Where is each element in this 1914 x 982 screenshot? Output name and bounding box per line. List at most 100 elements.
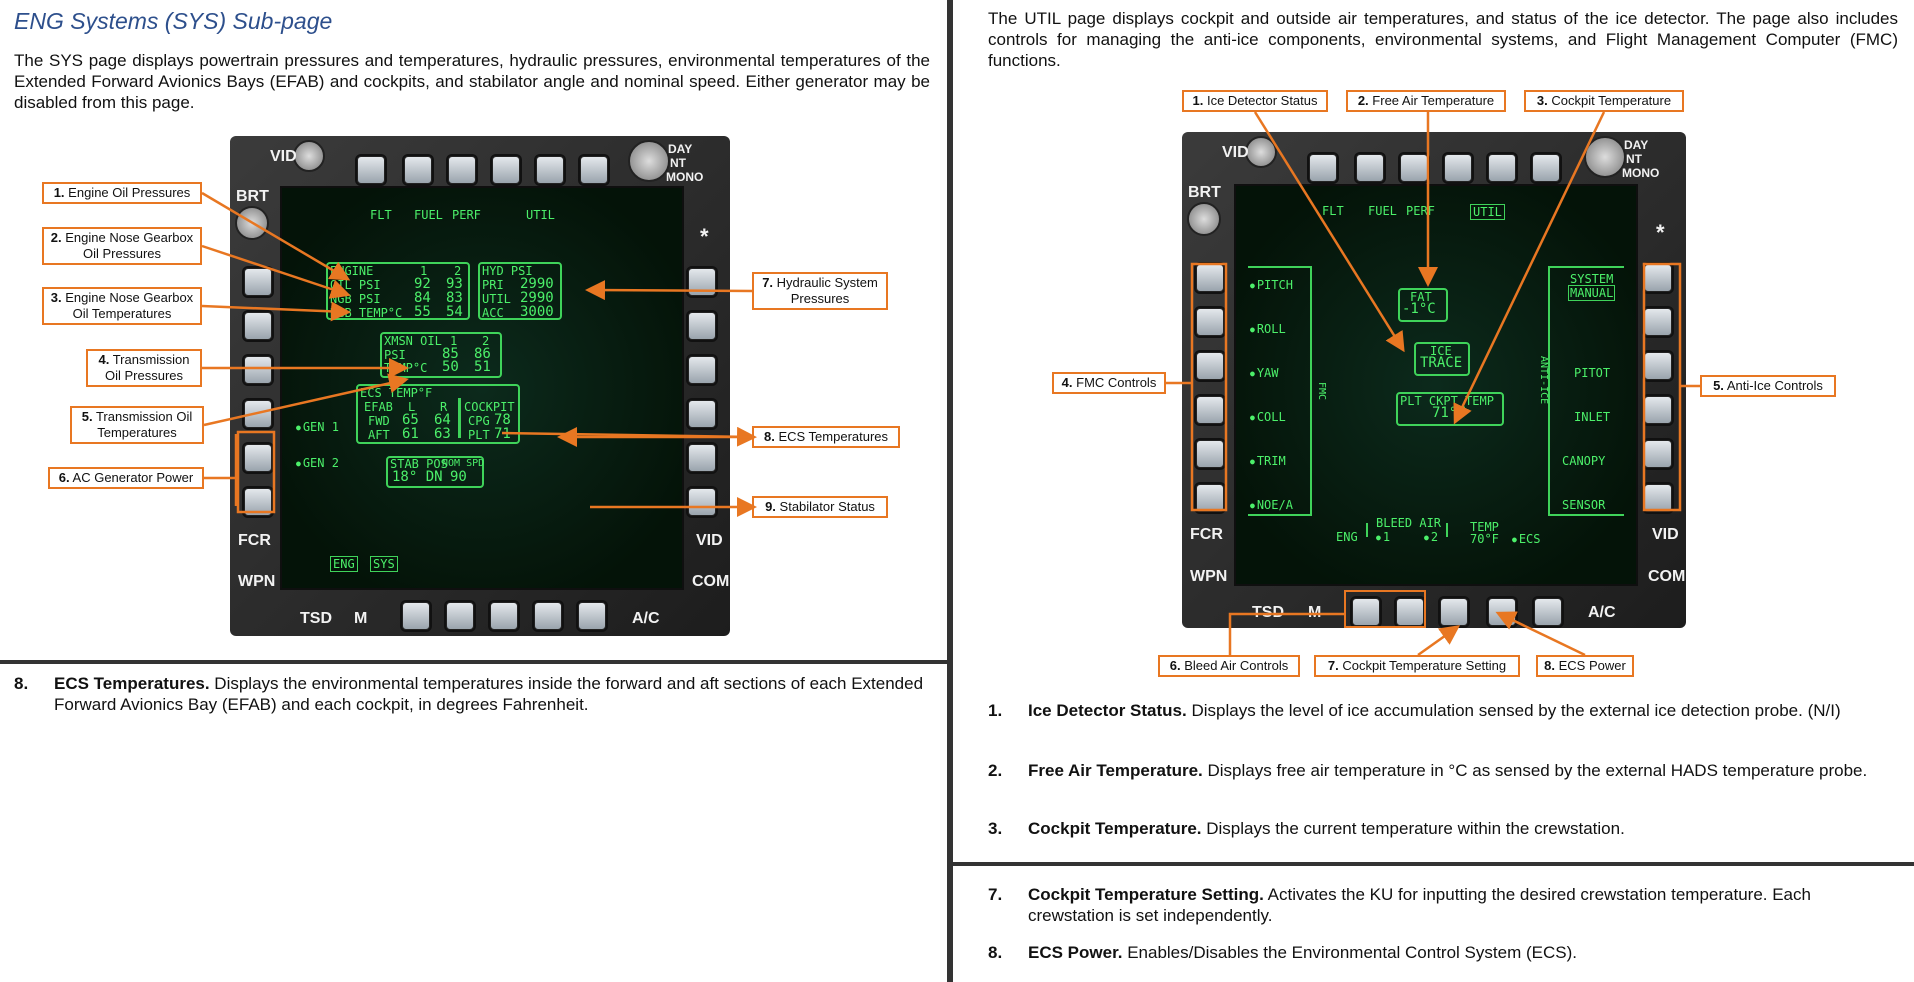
mfd-left-button-1[interactable] — [244, 268, 272, 296]
plt-ckpt-value: 71°F — [1432, 405, 1466, 421]
util-top-label-perf: PERF — [1406, 204, 1435, 218]
mfd-top-button-1[interactable] — [357, 156, 385, 184]
mfd-top-button-4[interactable] — [492, 156, 520, 184]
ecs-fwd-r: 64 — [434, 412, 451, 428]
section-divider-right — [953, 862, 1914, 866]
callout-cockpit-temperature: 3. Cockpit Temperature — [1524, 90, 1684, 112]
util-top-label-util[interactable]: UTIL — [1470, 204, 1505, 220]
mfd-right-button-3[interactable] — [688, 356, 716, 384]
mfd-left-button-2[interactable] — [244, 312, 272, 340]
mfd-top-button-5[interactable] — [536, 156, 564, 184]
mfd-bottom-button-4[interactable] — [534, 602, 562, 630]
fmc-bracket-top — [1248, 266, 1312, 268]
ngb-temp-1: 55 — [414, 304, 431, 320]
fmc-coll: COLL — [1250, 410, 1286, 425]
mfd-bottom-button-5[interactable] — [578, 602, 606, 630]
util-right-button-2[interactable] — [1644, 308, 1672, 336]
vid-label-util: VID — [1222, 144, 1249, 161]
mfd-right-button-4[interactable] — [688, 400, 716, 428]
top-label-util: UTIL — [526, 208, 555, 222]
util-bottom-button-5[interactable] — [1534, 598, 1562, 626]
ecs-cpg-label: CPG — [468, 414, 490, 428]
mfd-left-button-4[interactable] — [244, 400, 272, 428]
mono-label: MONO — [666, 170, 704, 184]
brightness-knob-lower-util[interactable] — [1187, 202, 1221, 236]
fcr-label: FCR — [238, 532, 271, 549]
util-top-button-1[interactable] — [1309, 154, 1337, 182]
util-top-button-3[interactable] — [1400, 154, 1428, 182]
util-fmc-coll-button[interactable] — [1196, 396, 1224, 424]
mfd-bottom-button-2[interactable] — [446, 602, 474, 630]
hyd-acc-value: 3000 — [520, 304, 554, 320]
tab-eng[interactable]: ENG — [330, 556, 358, 572]
mfd-left-button-6[interactable] — [244, 488, 272, 516]
ecs-cockpit: COCKPIT — [464, 400, 515, 414]
callout-ecs-power: 8. ECS Power — [1536, 655, 1634, 677]
fat-label: FAT — [1410, 290, 1432, 304]
mfd-top-button-3[interactable] — [448, 156, 476, 184]
util-ecs-power-button[interactable] — [1488, 598, 1516, 626]
mfd-right-button-1[interactable] — [688, 268, 716, 296]
ecs-plt-value: 71 — [494, 426, 511, 442]
right-item-ecs-power: 8. ECS Power. Enables/Disables the Envir… — [988, 943, 1577, 962]
m-label-util: M — [1308, 604, 1322, 621]
brightness-knob[interactable] — [293, 140, 325, 172]
util-fmc-roll-button[interactable] — [1196, 308, 1224, 336]
util-top-label-flt: FLT — [1322, 204, 1344, 218]
mfd-bottom-button-1[interactable] — [402, 602, 430, 630]
mfd-right-button-2[interactable] — [688, 312, 716, 340]
util-bleed-button-2[interactable] — [1396, 598, 1424, 626]
mfd-left-button-5[interactable] — [244, 444, 272, 472]
xmsn-psi-1: 85 — [442, 346, 459, 362]
util-canopy-button[interactable] — [1644, 440, 1672, 468]
m-label: M — [354, 610, 368, 627]
fmc-bracket-side — [1310, 266, 1312, 516]
mfd-right-button-6[interactable] — [688, 488, 716, 516]
mfd-left-button-3[interactable] — [244, 356, 272, 384]
ngb-psi-label: NGB PSI — [330, 292, 381, 306]
util-top-button-2[interactable] — [1356, 154, 1384, 182]
engine-header: ENGINE — [330, 264, 374, 278]
mfd-bottom-button-3[interactable] — [490, 602, 518, 630]
xmsn-col1: 1 — [450, 334, 458, 348]
ngb-temp-label: NGB TEMP°C — [330, 306, 403, 320]
util-pitot-button[interactable] — [1644, 352, 1672, 380]
util-temp-setting-button[interactable] — [1440, 598, 1468, 626]
util-sensor-button[interactable] — [1644, 484, 1672, 512]
bleed-eng-2: 2 — [1424, 530, 1438, 545]
mfd-right-button-5[interactable] — [688, 444, 716, 472]
ecs-power-label: ECS — [1512, 532, 1541, 547]
callout-ac-generator-power: 6. AC Generator Power — [48, 467, 204, 489]
mode-knob[interactable] — [628, 140, 670, 182]
tab-sys[interactable]: SYS — [370, 556, 398, 572]
manual-label[interactable]: MANUAL — [1568, 285, 1616, 301]
xmsn-col2: 2 — [482, 334, 490, 348]
anti-inlet: INLET — [1574, 410, 1611, 424]
ecs-aft-r: 63 — [434, 426, 451, 442]
util-bleed-button-1[interactable] — [1352, 598, 1380, 626]
anti-canopy: CANOPY — [1562, 454, 1606, 468]
vid-right-label-util: VID — [1652, 526, 1679, 543]
fmc-trim: TRIM — [1250, 454, 1286, 469]
util-fmc-pitch-button[interactable] — [1196, 264, 1224, 292]
fmc-roll: ROLL — [1250, 322, 1286, 337]
util-fmc-trim-button[interactable] — [1196, 440, 1224, 468]
ecs-l: L — [408, 400, 416, 414]
callout-ice-detector-status: 1. Ice Detector Status — [1182, 90, 1328, 112]
mfd-top-button-6[interactable] — [580, 156, 608, 184]
brightness-knob-lower[interactable] — [235, 206, 269, 240]
util-fmc-yaw-button[interactable] — [1196, 352, 1224, 380]
brightness-knob-util[interactable] — [1245, 136, 1277, 168]
right-item-cockpit-temperature: 3. Cockpit Temperature. Displays the cur… — [988, 819, 1625, 838]
mode-knob-util[interactable] — [1584, 136, 1626, 178]
util-inlet-button[interactable] — [1644, 396, 1672, 424]
util-fmc-noe-button[interactable] — [1196, 484, 1224, 512]
util-top-button-5[interactable] — [1488, 154, 1516, 182]
util-top-button-4[interactable] — [1444, 154, 1472, 182]
util-system-manual-button[interactable] — [1644, 264, 1672, 292]
ecs-r: R — [440, 400, 448, 414]
mfd-top-button-2[interactable] — [404, 156, 432, 184]
hyd-util-label: UTIL — [482, 292, 511, 306]
util-top-button-6[interactable] — [1532, 154, 1560, 182]
